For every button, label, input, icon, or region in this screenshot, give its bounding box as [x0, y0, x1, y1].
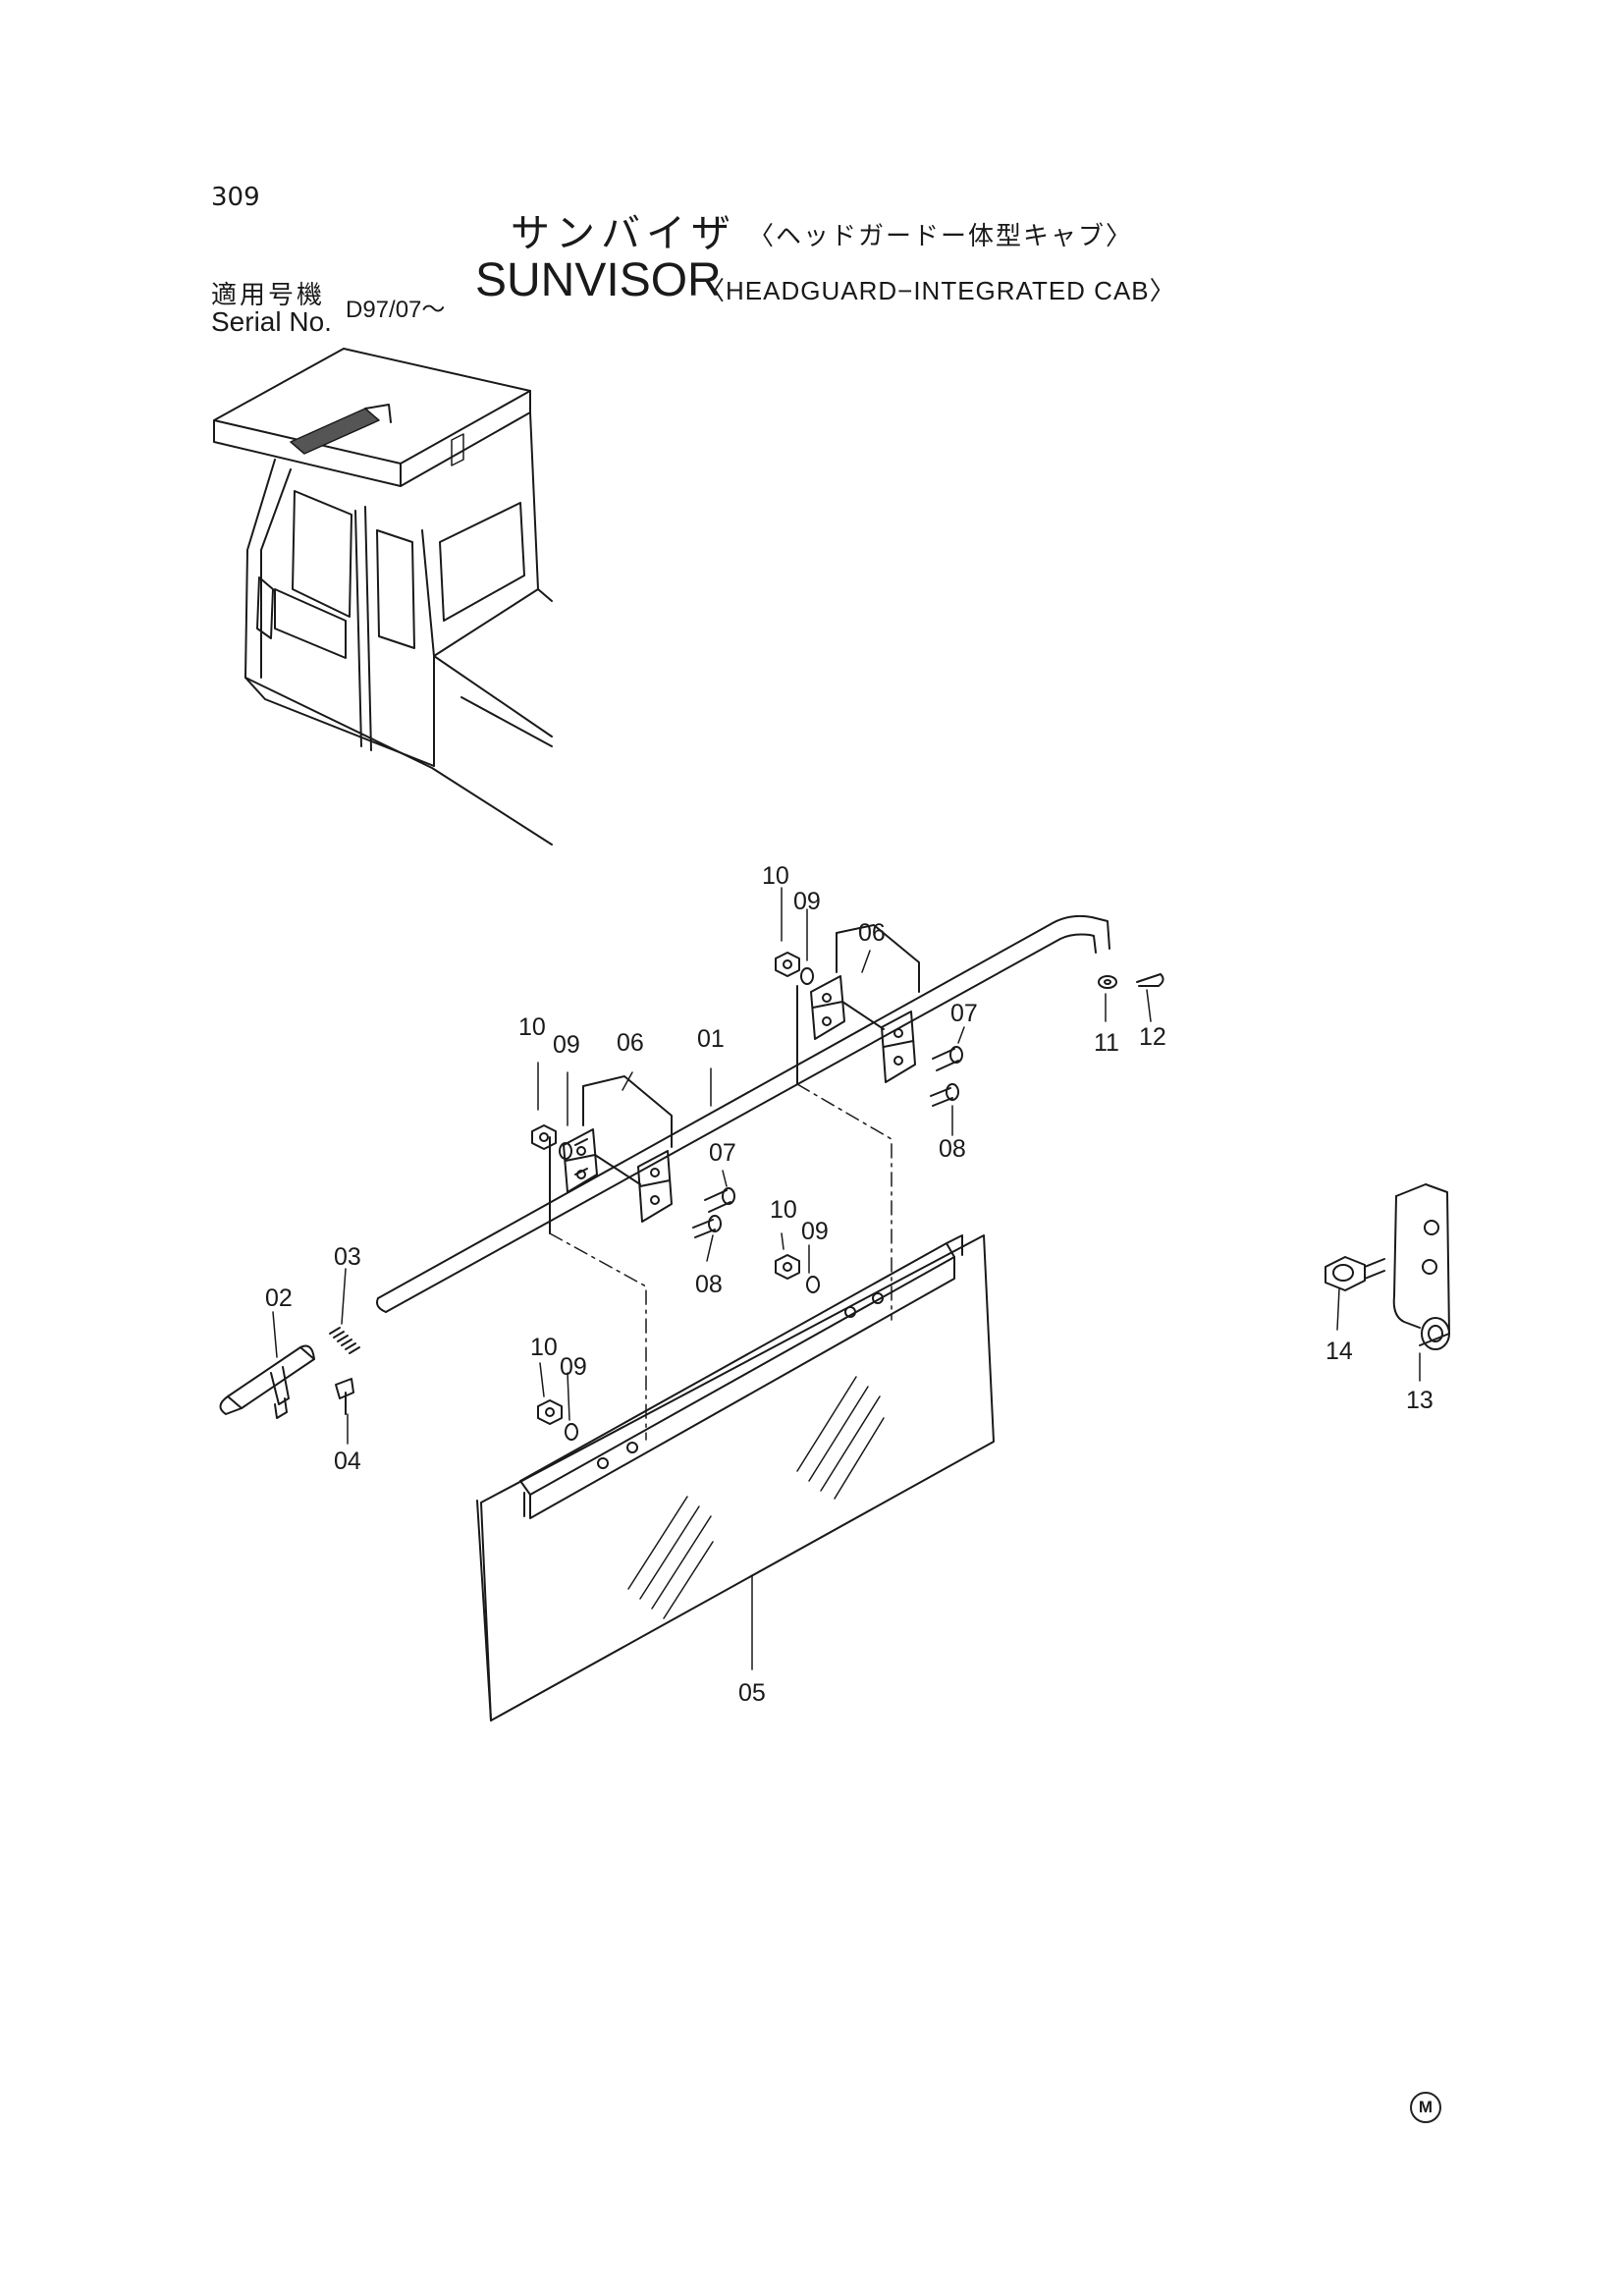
- label-part-04: 04: [334, 1448, 361, 1475]
- m-mark-symbol: M: [1410, 2092, 1441, 2123]
- label-part-01: 01: [697, 1025, 725, 1053]
- label-part-07-a: 07: [709, 1139, 736, 1167]
- label-part-08-b: 08: [939, 1135, 966, 1163]
- label-part-06-a: 06: [617, 1029, 644, 1057]
- serial-code: D97/07～: [346, 297, 446, 323]
- title-japanese: サンバイザ: [511, 211, 736, 256]
- label-part-10-d: 10: [530, 1334, 558, 1361]
- end-fittings: [1098, 973, 1164, 989]
- serial-label-japanese: 適用号機: [211, 281, 326, 310]
- label-part-09-b: 09: [793, 888, 821, 915]
- visor-rod: [376, 914, 1110, 1313]
- page-number: 309: [211, 183, 260, 212]
- subtitle-japanese: 〈ヘッドガードー体型キャブ〉: [748, 222, 1134, 251]
- label-part-09-d: 09: [560, 1353, 587, 1381]
- label-part-10-a: 10: [518, 1013, 546, 1041]
- alignment-lines: [549, 1083, 893, 1441]
- label-part-06-b: 06: [858, 919, 886, 947]
- visor-panel: [476, 1234, 995, 1722]
- serial-label-english: Serial No.: [211, 306, 332, 337]
- label-part-09-c: 09: [801, 1218, 829, 1245]
- label-part-03: 03: [334, 1243, 361, 1271]
- title-english: SUNVISOR: [475, 254, 722, 306]
- label-part-10-c: 10: [770, 1196, 797, 1224]
- label-part-05: 05: [738, 1679, 766, 1707]
- knob-assembly: [219, 1327, 360, 1419]
- label-part-07-b: 07: [950, 1000, 978, 1027]
- label-part-13: 13: [1406, 1387, 1434, 1414]
- hinge-right: [775, 924, 963, 1107]
- bracket-assembly: [1325, 1183, 1450, 1350]
- leader-lines: [272, 887, 1421, 1670]
- label-part-10-b: 10: [762, 862, 789, 890]
- label-part-02: 02: [265, 1285, 293, 1312]
- hinge-left: [531, 1075, 735, 1238]
- label-part-12: 12: [1139, 1023, 1166, 1051]
- label-part-08-a: 08: [695, 1271, 723, 1298]
- label-part-11: 11: [1094, 1029, 1119, 1057]
- label-part-09-a: 09: [553, 1031, 580, 1059]
- subtitle-english: 〈HEADGUARD−INTEGRATED CAB〉: [699, 276, 1176, 305]
- cab-illustration: [213, 348, 553, 846]
- part-labels: 10 09 06 01 07 08 10 09 06 07 08 10 09 1…: [265, 862, 1434, 1707]
- label-part-14: 14: [1325, 1338, 1353, 1365]
